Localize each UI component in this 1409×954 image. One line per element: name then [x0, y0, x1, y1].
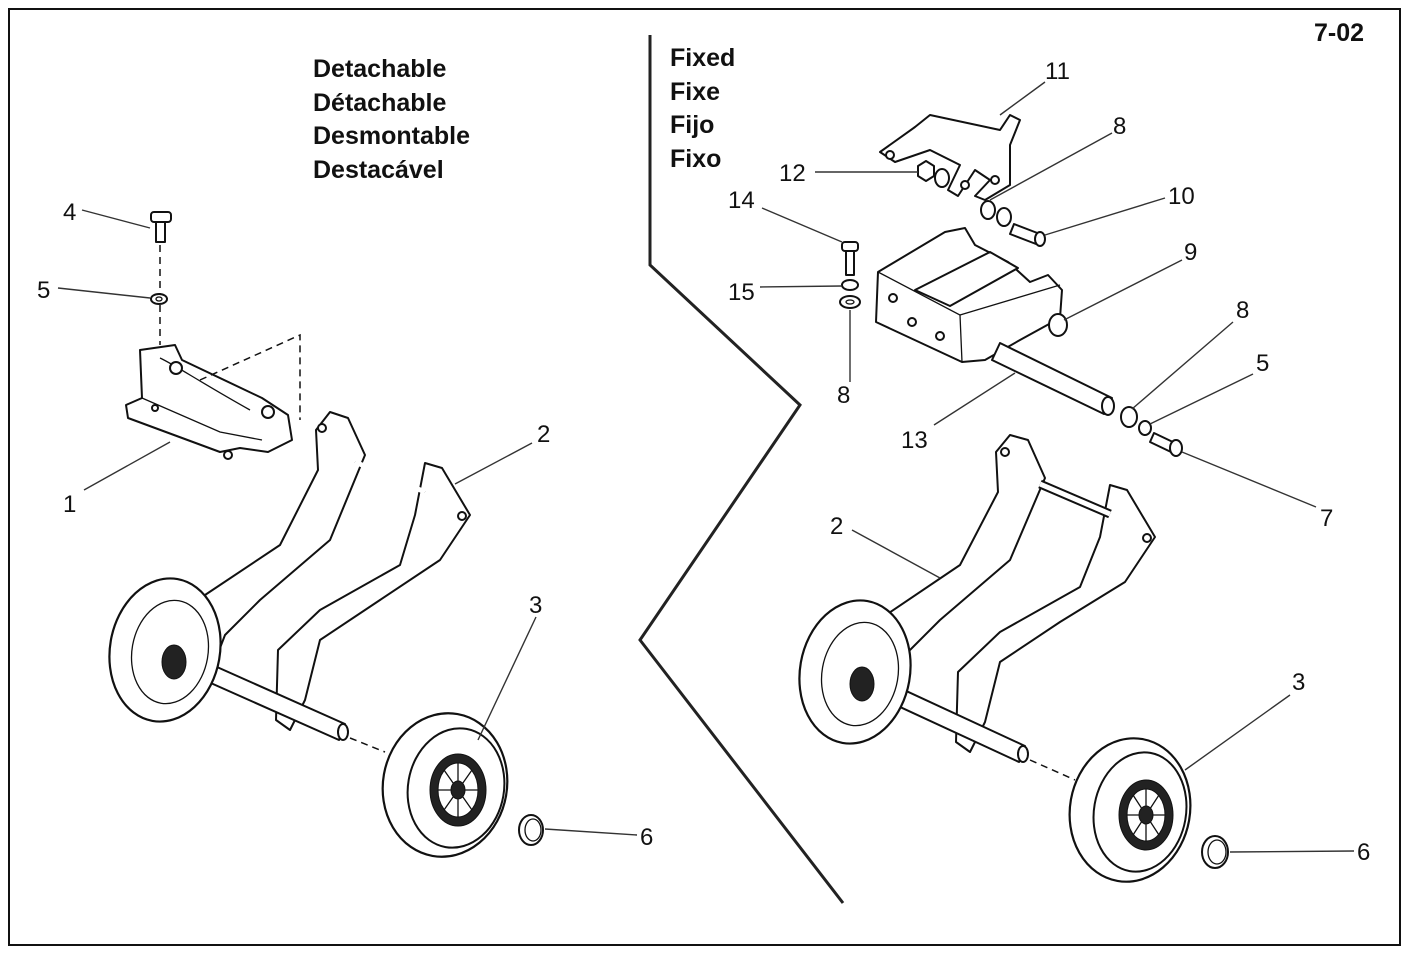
bolt-icon — [841, 241, 859, 276]
callout-2-right: 2 — [830, 513, 843, 540]
label-detachable-fr: Détachable — [313, 89, 446, 117]
callout-1: 1 — [63, 491, 76, 518]
washer-icon — [996, 207, 1012, 227]
bolt-icon — [1009, 223, 1046, 247]
wheel-icon — [108, 577, 222, 723]
diagram-frame — [8, 8, 1401, 946]
callout-7: 7 — [1320, 505, 1333, 532]
callout-5: 5 — [37, 277, 50, 304]
hub-cap — [1201, 835, 1229, 869]
callout-3: 3 — [529, 592, 542, 619]
wheel-icon — [798, 599, 912, 745]
bolt-icon — [1149, 432, 1183, 457]
washer-icon — [980, 200, 996, 220]
wheel-axis-line — [1029, 759, 1076, 781]
left-leaders — [57, 209, 638, 836]
washer-icon — [1120, 406, 1138, 428]
wheel-icon — [381, 712, 509, 858]
washer-icon — [1138, 420, 1152, 436]
callout-14: 14 — [728, 187, 755, 214]
label-detachable-es: Desmontable — [313, 122, 470, 150]
washer-icon — [934, 168, 950, 188]
callout-5-right: 5 — [1256, 350, 1269, 377]
right-callouts: 11 8 12 10 14 9 15 8 8 5 13 7 2 3 6 — [728, 58, 1370, 866]
callout-10: 10 — [1168, 183, 1195, 210]
label-detachable-en: Detachable — [313, 55, 446, 83]
label-fixed-fr: Fixe — [670, 78, 720, 106]
bolt-icon — [150, 211, 172, 243]
callout-8-bottom: 8 — [837, 382, 850, 409]
right-leaders — [759, 81, 1355, 853]
callout-3-right: 3 — [1292, 669, 1305, 696]
hub-cap — [518, 814, 544, 846]
callout-2: 2 — [537, 421, 550, 448]
callout-8-right: 8 — [1236, 297, 1249, 324]
detachable-assembly — [108, 211, 544, 858]
left-callouts: 4 5 1 2 3 6 — [37, 199, 653, 851]
page-number: 7-02 — [1314, 19, 1364, 47]
callout-6: 6 — [640, 824, 653, 851]
pivot-rod — [991, 342, 1115, 416]
callout-13: 13 — [901, 427, 928, 454]
washer-icon — [150, 293, 168, 305]
nut — [917, 160, 935, 182]
fixed-assembly — [798, 114, 1229, 883]
wheel-axis-line — [349, 737, 386, 753]
top-bracket — [879, 114, 1021, 201]
label-fixed-pt: Fixo — [670, 145, 721, 173]
detachable-labels: Detachable Détachable Desmontable Destac… — [313, 55, 470, 184]
callout-9: 9 — [1184, 239, 1197, 266]
callout-15: 15 — [728, 279, 755, 306]
washer-icon — [839, 295, 861, 309]
label-detachable-pt: Destacável — [313, 156, 444, 184]
mounting-bracket — [125, 333, 301, 460]
callout-4: 4 — [63, 199, 76, 226]
label-fixed-en: Fixed — [670, 44, 735, 72]
fixed-labels: Fixed Fixe Fijo Fixo — [670, 44, 735, 173]
callout-11: 11 — [1045, 58, 1070, 85]
label-fixed-es: Fijo — [670, 111, 714, 139]
section-divider — [638, 35, 845, 904]
pivot-pin — [1048, 313, 1068, 337]
pivot-bracket — [875, 227, 1063, 363]
washer-icon — [841, 279, 859, 291]
callout-6-right: 6 — [1357, 839, 1370, 866]
wheel-icon — [1068, 737, 1192, 883]
callout-8-top: 8 — [1113, 113, 1126, 140]
callout-12: 12 — [779, 160, 806, 187]
wheel-leg — [174, 411, 471, 731]
